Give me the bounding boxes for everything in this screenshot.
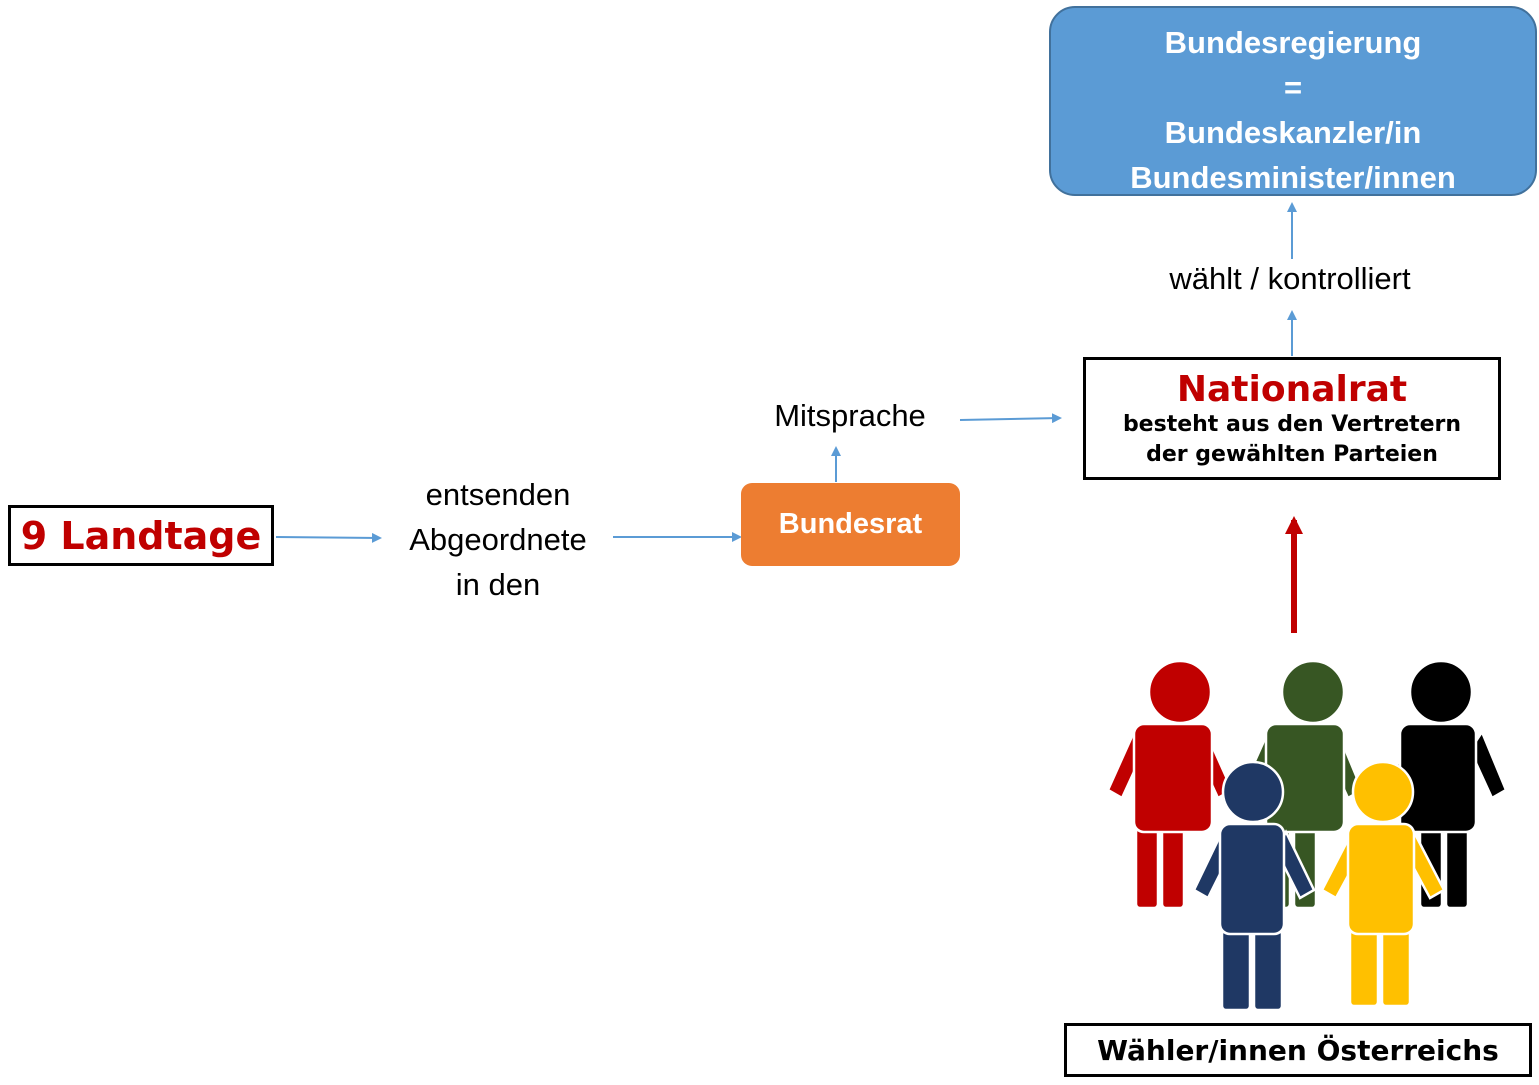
- nationalrat-line-1: besteht aus den Vertretern: [1122, 412, 1462, 437]
- bundesrat-label: Bundesrat: [778, 508, 923, 540]
- entsenden-line-3: in den: [455, 567, 541, 602]
- mitsprache-label: Mitsprache: [774, 398, 926, 433]
- nationalrat-title: Nationalrat: [1176, 369, 1408, 410]
- person-red-icon: [1106, 659, 1234, 910]
- landtage-label: 9 Landtage: [20, 513, 262, 558]
- entsenden-line-1: entsenden: [425, 477, 571, 512]
- waehler-box: Wähler/innen Österreichs: [1064, 1023, 1532, 1077]
- landtage-box: 9 Landtage: [8, 505, 274, 566]
- entsenden-line-2: Abgeordnete: [409, 522, 587, 557]
- bundesrat-box: Bundesrat: [741, 483, 960, 566]
- waehler-label: Wähler/innen Österreichs: [1097, 1033, 1499, 1067]
- arrow-mitsprache-to-nationalrat: [959, 413, 1062, 424]
- bundesregierung-line-3: Bundeskanzler/in: [1164, 115, 1422, 150]
- entsenden-label: entsenden Abgeordnete in den: [380, 472, 616, 607]
- nationalrat-line-2: der gewählten Parteien: [1146, 442, 1438, 467]
- person-yellow-icon: [1320, 760, 1446, 1008]
- voters-figures: [1106, 659, 1508, 1012]
- bundesregierung-box: Bundesregierung = Bundeskanzler/in Bunde…: [1049, 6, 1537, 196]
- person-navy-icon: [1192, 760, 1316, 1012]
- waehlt-kontrolliert-label: wählt / kontrolliert: [1169, 261, 1411, 296]
- nationalrat-box: Nationalrat besteht aus den Vertretern d…: [1083, 357, 1501, 480]
- arrow-landtage-to-entsenden: [275, 532, 382, 543]
- bundesregierung-line-2: =: [1283, 70, 1303, 105]
- bundesregierung-line-1: Bundesregierung: [1164, 25, 1422, 60]
- bundesregierung-line-4: Bundesminister/innen: [1130, 160, 1456, 195]
